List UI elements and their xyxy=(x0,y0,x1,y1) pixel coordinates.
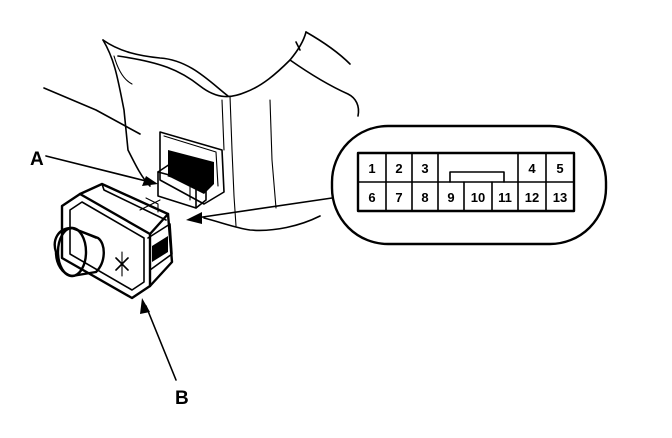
callout-a: A xyxy=(30,149,44,170)
arrow-a-head xyxy=(142,176,158,186)
arrow-detail-line xyxy=(195,197,333,219)
pin-3: 3 xyxy=(421,161,428,176)
arrow-detail-head xyxy=(186,212,202,224)
dashboard-panel xyxy=(43,31,360,232)
pin-13: 13 xyxy=(553,190,567,205)
connector-face-detail: 1 2 3 4 5 6 7 8 9 10 11 12 13 xyxy=(330,124,608,246)
pin-8: 8 xyxy=(421,190,428,205)
pin-7: 7 xyxy=(395,190,402,205)
callout-b: B xyxy=(175,388,189,409)
switch-assembly xyxy=(53,182,174,300)
pin-9: 9 xyxy=(447,190,454,205)
arrow-a-line xyxy=(45,155,151,183)
pin-12: 12 xyxy=(525,190,539,205)
pin-11: 11 xyxy=(498,190,512,205)
pin-10: 10 xyxy=(471,190,485,205)
pin-6: 6 xyxy=(368,190,375,205)
arrow-b-line xyxy=(145,305,177,381)
pin-2: 2 xyxy=(395,161,402,176)
harness-connector xyxy=(157,131,225,209)
pin-4: 4 xyxy=(528,161,536,176)
pin-1: 1 xyxy=(368,161,375,176)
pin-5: 5 xyxy=(556,161,563,176)
arrow-b-head xyxy=(140,298,150,314)
leader-arrows xyxy=(45,155,333,381)
